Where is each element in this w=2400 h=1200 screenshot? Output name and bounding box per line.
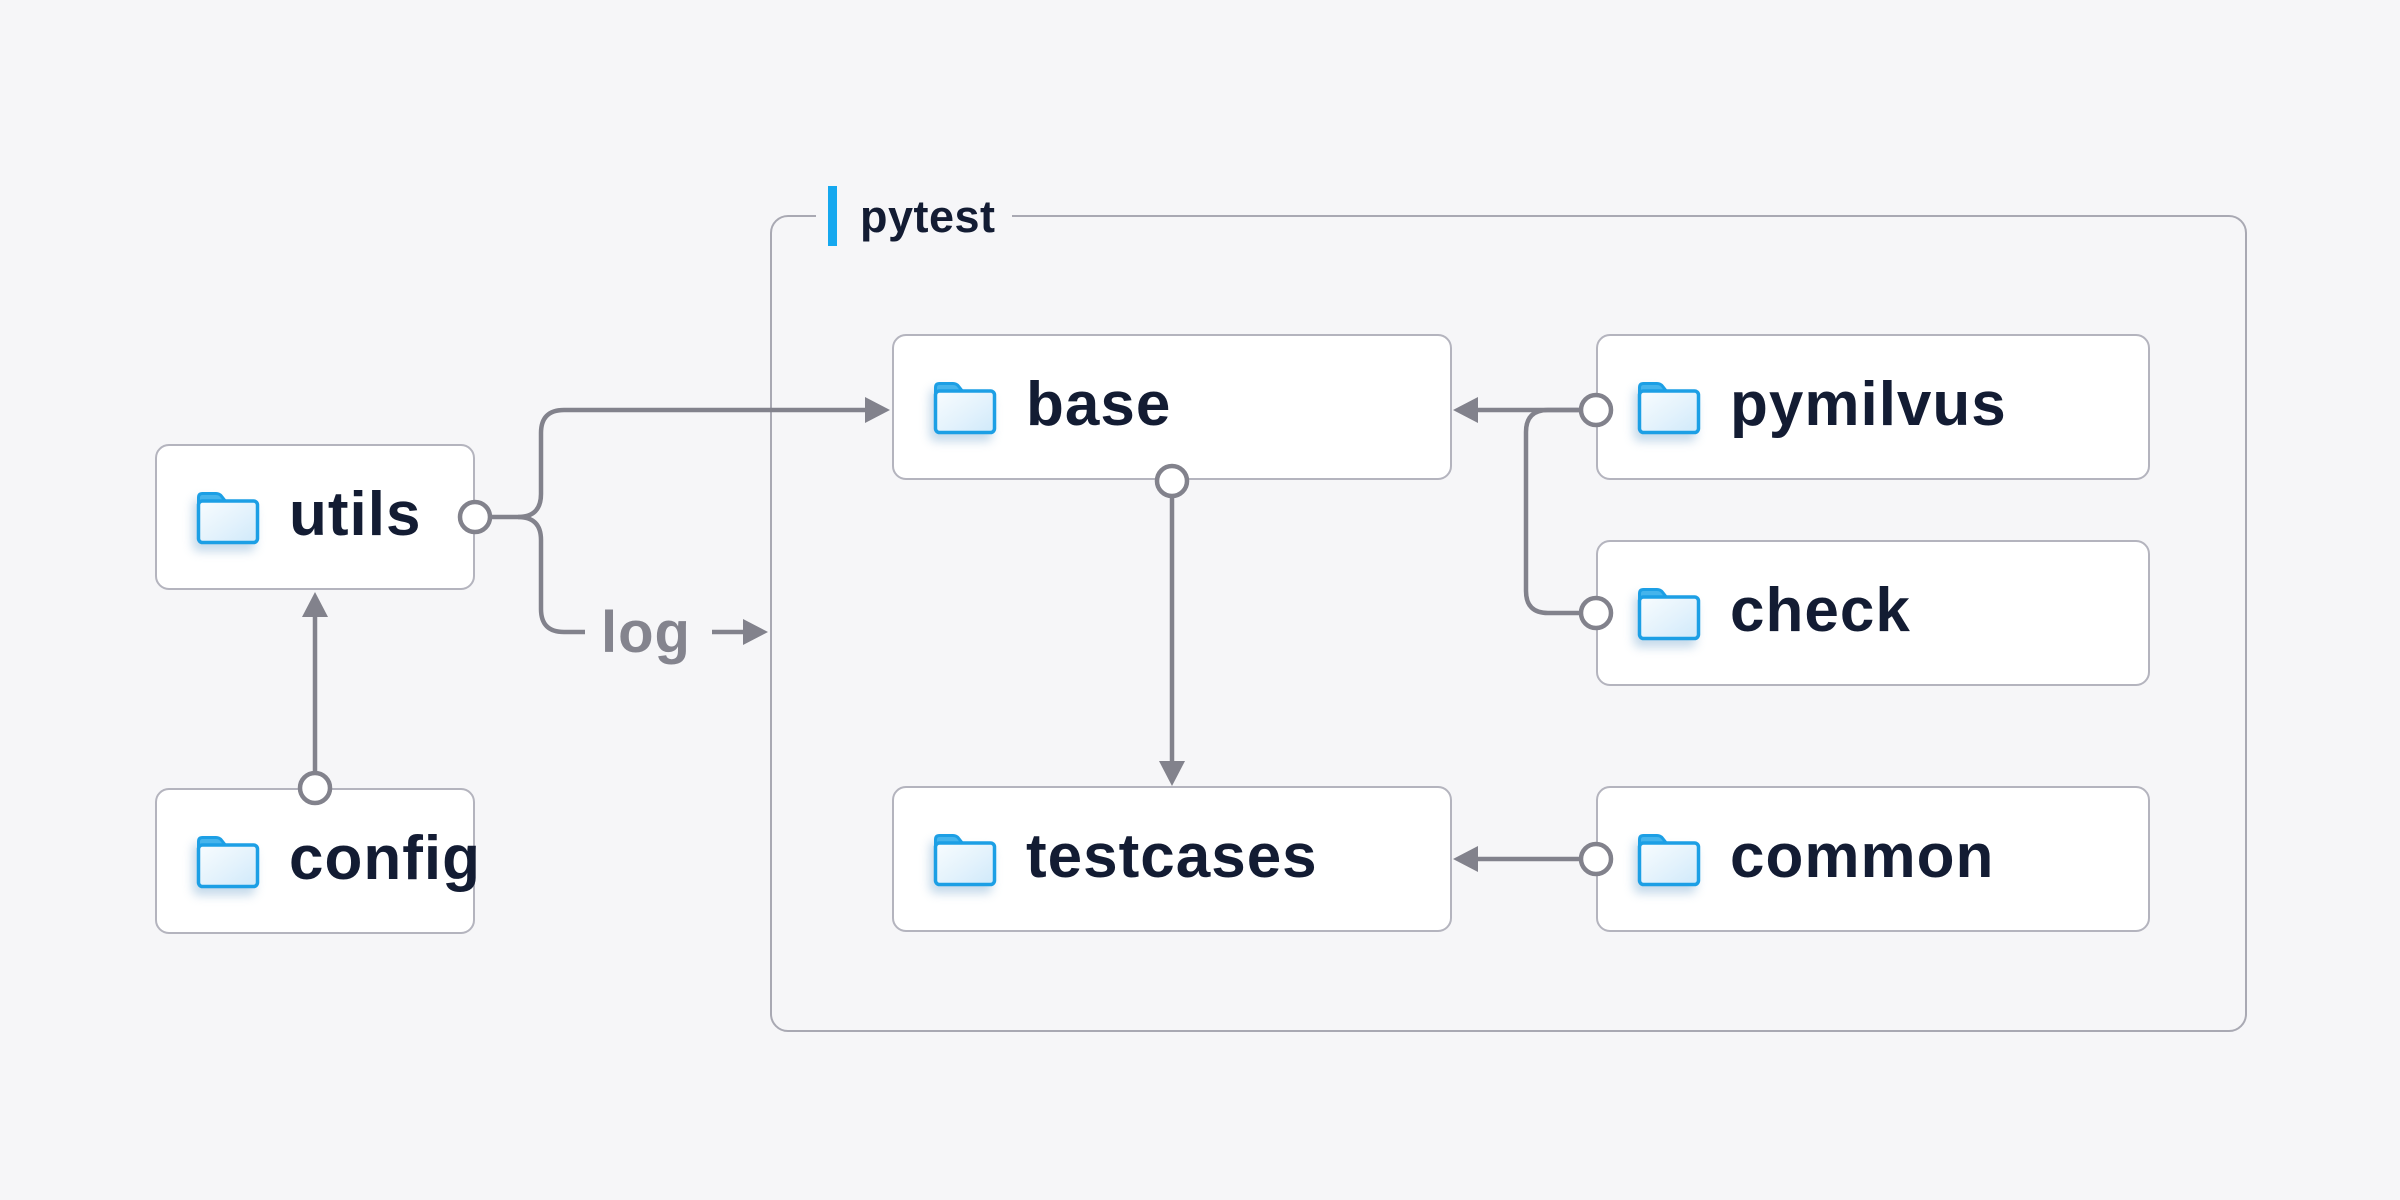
edge-label-log: log [601,600,691,665]
node-pymilvus: pymilvus [1596,334,2150,480]
node-label: config [289,824,481,893]
pytest-group-title: pytest [860,190,996,242]
folder-icon [1637,381,1701,434]
node-label: pymilvus [1730,370,2007,439]
node-label: common [1730,822,1995,891]
folder-icon [196,491,260,544]
arrowhead-into-utils [302,592,328,617]
node-testcases: testcases [892,786,1452,932]
pytest-group-container [770,215,2247,1032]
node-common: common [1596,786,2150,932]
node-utils: utils [155,444,475,590]
folder-icon [196,835,260,888]
arrowhead-into-pytest [743,619,768,645]
node-config: config [155,788,480,934]
folder-icon [933,381,997,434]
accent-bar-icon [828,186,837,246]
node-label: utils [289,480,422,549]
pytest-group-label: pytest [816,184,1012,248]
node-check: check [1596,540,2150,686]
node-label: testcases [1026,822,1318,891]
node-label: base [1026,370,1172,439]
node-base: base [892,334,1452,480]
folder-icon [1637,833,1701,886]
folder-icon [1637,587,1701,640]
edge-utils-log [517,514,585,635]
folder-icon [933,833,997,886]
node-label: check [1730,576,1911,645]
